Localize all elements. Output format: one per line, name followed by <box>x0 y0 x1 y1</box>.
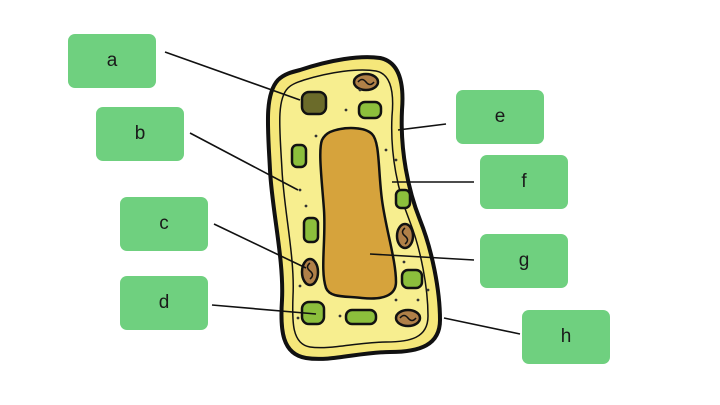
mitochondrion <box>352 72 380 92</box>
leader-lines <box>164 51 521 335</box>
vacuole <box>319 126 398 300</box>
label-d: d <box>120 276 208 330</box>
chloroplast <box>394 188 412 210</box>
label-f: f <box>480 155 568 209</box>
chloroplast <box>400 268 424 290</box>
label-d-text: d <box>158 292 170 313</box>
label-c: c <box>120 197 208 251</box>
chloroplast <box>344 308 378 326</box>
mitochondrion <box>395 222 415 250</box>
label-h: h <box>522 310 610 364</box>
label-e-text: e <box>494 106 506 127</box>
chloroplast <box>357 100 383 120</box>
label-a: a <box>68 34 156 88</box>
mitochondrion <box>394 308 422 328</box>
label-b: b <box>96 107 184 161</box>
label-e: e <box>456 90 544 144</box>
chloroplast <box>300 90 328 116</box>
label-f-text: f <box>521 171 527 192</box>
label-h-text: h <box>560 326 572 347</box>
label-g: g <box>480 234 568 288</box>
ribosome-dots <box>296 88 430 320</box>
label-g-text: g <box>518 250 530 271</box>
label-b-text: b <box>134 123 146 144</box>
chloroplast <box>290 143 308 169</box>
chloroplast <box>302 216 320 244</box>
label-a-text: a <box>106 50 118 71</box>
label-c-text: c <box>159 213 169 234</box>
mitochondrion <box>300 257 320 287</box>
